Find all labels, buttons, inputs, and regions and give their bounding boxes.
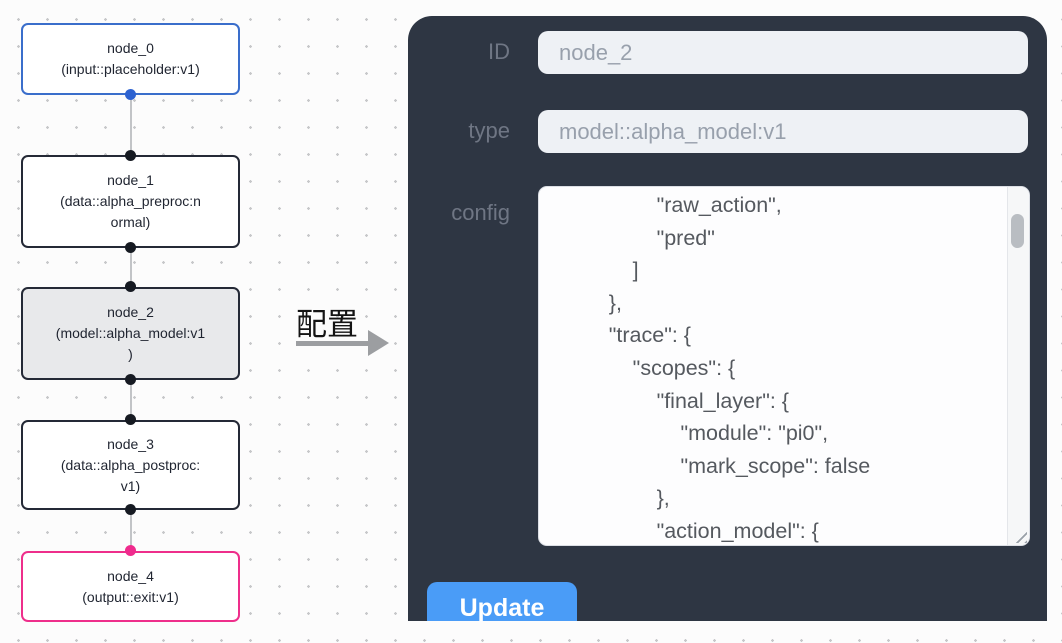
- node-subtitle: (output::exit:v1): [82, 588, 179, 605]
- flow-node-node_4[interactable]: node_4 (output::exit:v1): [21, 551, 240, 622]
- connector-node0-node1: [130, 95, 132, 155]
- node-config-panel: ID type config "raw_action", "pred" ] },…: [408, 16, 1047, 621]
- port-node0-output[interactable]: [125, 89, 136, 100]
- config-json-content[interactable]: "raw_action", "pred" ] }, "trace": { "sc…: [608, 193, 871, 543]
- config-scrollbar-thumb[interactable]: [1011, 214, 1024, 248]
- connector-node2-node3: [130, 380, 132, 420]
- connector-node3-node4: [130, 510, 132, 551]
- node-title: node_2: [107, 304, 154, 320]
- type-input[interactable]: [538, 110, 1028, 153]
- flow-node-node_1[interactable]: node_1 (data::alpha_preproc:n ormal): [21, 155, 240, 248]
- port-node2-input[interactable]: [125, 281, 136, 292]
- port-node3-output[interactable]: [125, 504, 136, 515]
- node-subtitle: (model::alpha_model:v1: [55, 325, 206, 341]
- node-title: node_1: [107, 172, 154, 188]
- config-field-label: config: [451, 200, 510, 225]
- node-subtitle: (data::alpha_preproc:n: [60, 193, 201, 209]
- flow-node-node_2-selected[interactable]: node_2 (model::alpha_model:v1 ): [21, 287, 240, 380]
- port-node1-input[interactable]: [125, 150, 136, 161]
- port-node4-input[interactable]: [125, 545, 136, 556]
- node-subtitle: ormal): [110, 214, 151, 230]
- node-subtitle: (data::alpha_postproc:: [60, 456, 201, 473]
- node-subtitle: (input::placeholder:v1): [61, 61, 200, 77]
- right-arrow-head-icon: [368, 330, 389, 356]
- node-title: node_3: [107, 435, 154, 452]
- port-node1-output[interactable]: [125, 242, 136, 253]
- port-node2-output[interactable]: [125, 374, 136, 385]
- config-json-textarea[interactable]: "raw_action", "pred" ] }, "trace": { "sc…: [538, 186, 1030, 546]
- node-title: node_0: [107, 40, 154, 56]
- node-subtitle: ): [128, 346, 133, 362]
- port-node3-input[interactable]: [125, 414, 136, 425]
- node-subtitle: v1): [120, 477, 141, 494]
- id-field-label: ID: [488, 39, 510, 64]
- node-title: node_4: [107, 567, 154, 584]
- update-button[interactable]: Update: [427, 582, 577, 621]
- flow-node-node_3[interactable]: node_3 (data::alpha_postproc: v1): [21, 420, 240, 510]
- connector-node1-node2: [130, 248, 132, 287]
- flow-node-node_0[interactable]: node_0 (input::placeholder:v1): [21, 23, 240, 95]
- configure-annotation-label: 配置: [296, 307, 358, 342]
- type-field-label: type: [468, 118, 510, 143]
- textarea-resize-handle-icon[interactable]: [1012, 528, 1027, 543]
- config-scrollbar-track[interactable]: [1007, 187, 1029, 545]
- id-input[interactable]: [538, 31, 1028, 74]
- right-arrow-icon: [296, 341, 370, 346]
